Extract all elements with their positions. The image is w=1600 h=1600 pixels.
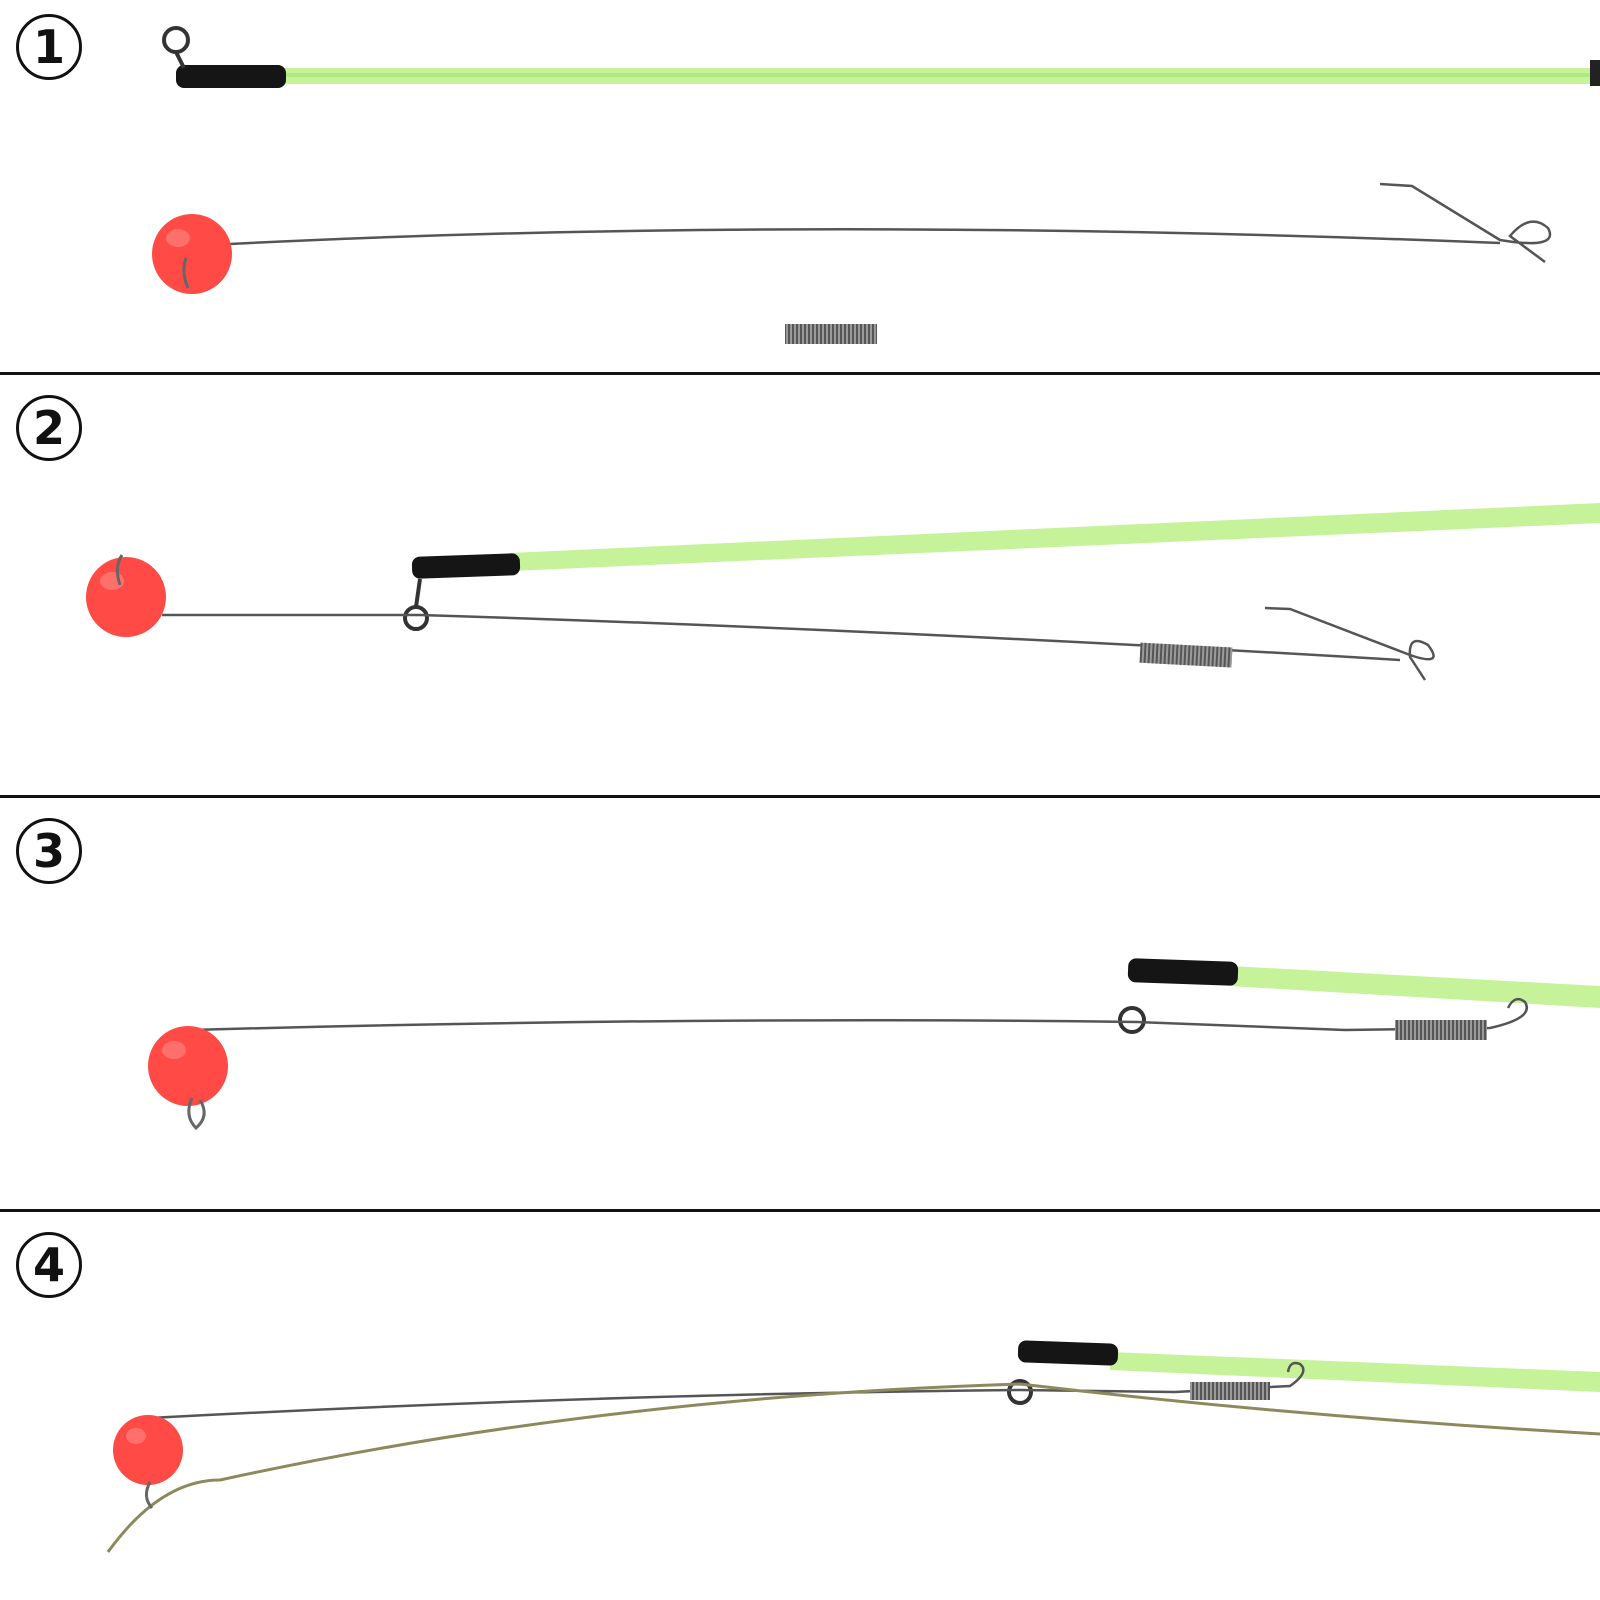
step-panel-4: 4 xyxy=(0,1212,1600,1600)
wire-clip xyxy=(1344,997,1528,1032)
step-number-1-icon: 1 xyxy=(16,14,82,80)
small-spring xyxy=(1190,1382,1270,1400)
small-spring xyxy=(1395,1020,1487,1040)
red-bead xyxy=(152,214,232,294)
rod-tip-green xyxy=(1230,966,1600,1008)
step-4-illustration xyxy=(106,1340,1600,1553)
rod-tip-wrap-black xyxy=(1017,1340,1119,1366)
tip-guide-ring xyxy=(403,605,429,631)
rod-tip-green xyxy=(510,503,1600,571)
bite-indicator-wire xyxy=(229,228,1501,246)
panel-divider xyxy=(0,1209,1600,1212)
step-number-label: 1 xyxy=(32,20,65,74)
red-bead xyxy=(148,1026,228,1106)
bite-indicator-wire xyxy=(189,1018,1346,1032)
wire-clip xyxy=(1264,606,1435,681)
small-spring xyxy=(785,324,877,344)
fishing-line xyxy=(106,1382,1600,1553)
step-1-illustration xyxy=(152,26,1600,344)
step-number-4-icon: 4 xyxy=(16,1232,82,1298)
red-bead xyxy=(86,557,166,637)
tip-guide-ring xyxy=(1118,1006,1146,1034)
bite-indicator-wire xyxy=(162,613,1401,662)
red-bead xyxy=(113,1415,183,1485)
step-number-label: 2 xyxy=(32,401,65,455)
panel-divider xyxy=(0,795,1600,798)
rod-tip-wrap-black xyxy=(176,65,286,88)
step-3-illustration xyxy=(148,958,1600,1131)
wire-clip xyxy=(1379,182,1552,264)
step-panel-2: 2 xyxy=(0,375,1600,795)
step-2-illustration xyxy=(86,503,1600,681)
rod-tip-wrap-black xyxy=(411,553,521,579)
tip-guide-ring xyxy=(162,26,190,54)
rod-tip-green xyxy=(1110,1352,1600,1392)
tip-guide-ring xyxy=(1007,1379,1033,1405)
wire-clip xyxy=(1174,1361,1305,1394)
rod-tip-wrap-black xyxy=(1127,958,1239,986)
bite-indicator-wire xyxy=(149,1388,1176,1420)
step-number-3-icon: 3 xyxy=(16,818,82,884)
step-panel-1: 1 xyxy=(0,0,1600,372)
step-number-label: 4 xyxy=(32,1238,65,1292)
step-number-2-icon: 2 xyxy=(16,395,82,461)
small-spring xyxy=(1139,642,1233,668)
step-number-label: 3 xyxy=(32,824,65,878)
panel-divider xyxy=(0,372,1600,375)
step-panel-3: 3 xyxy=(0,798,1600,1209)
